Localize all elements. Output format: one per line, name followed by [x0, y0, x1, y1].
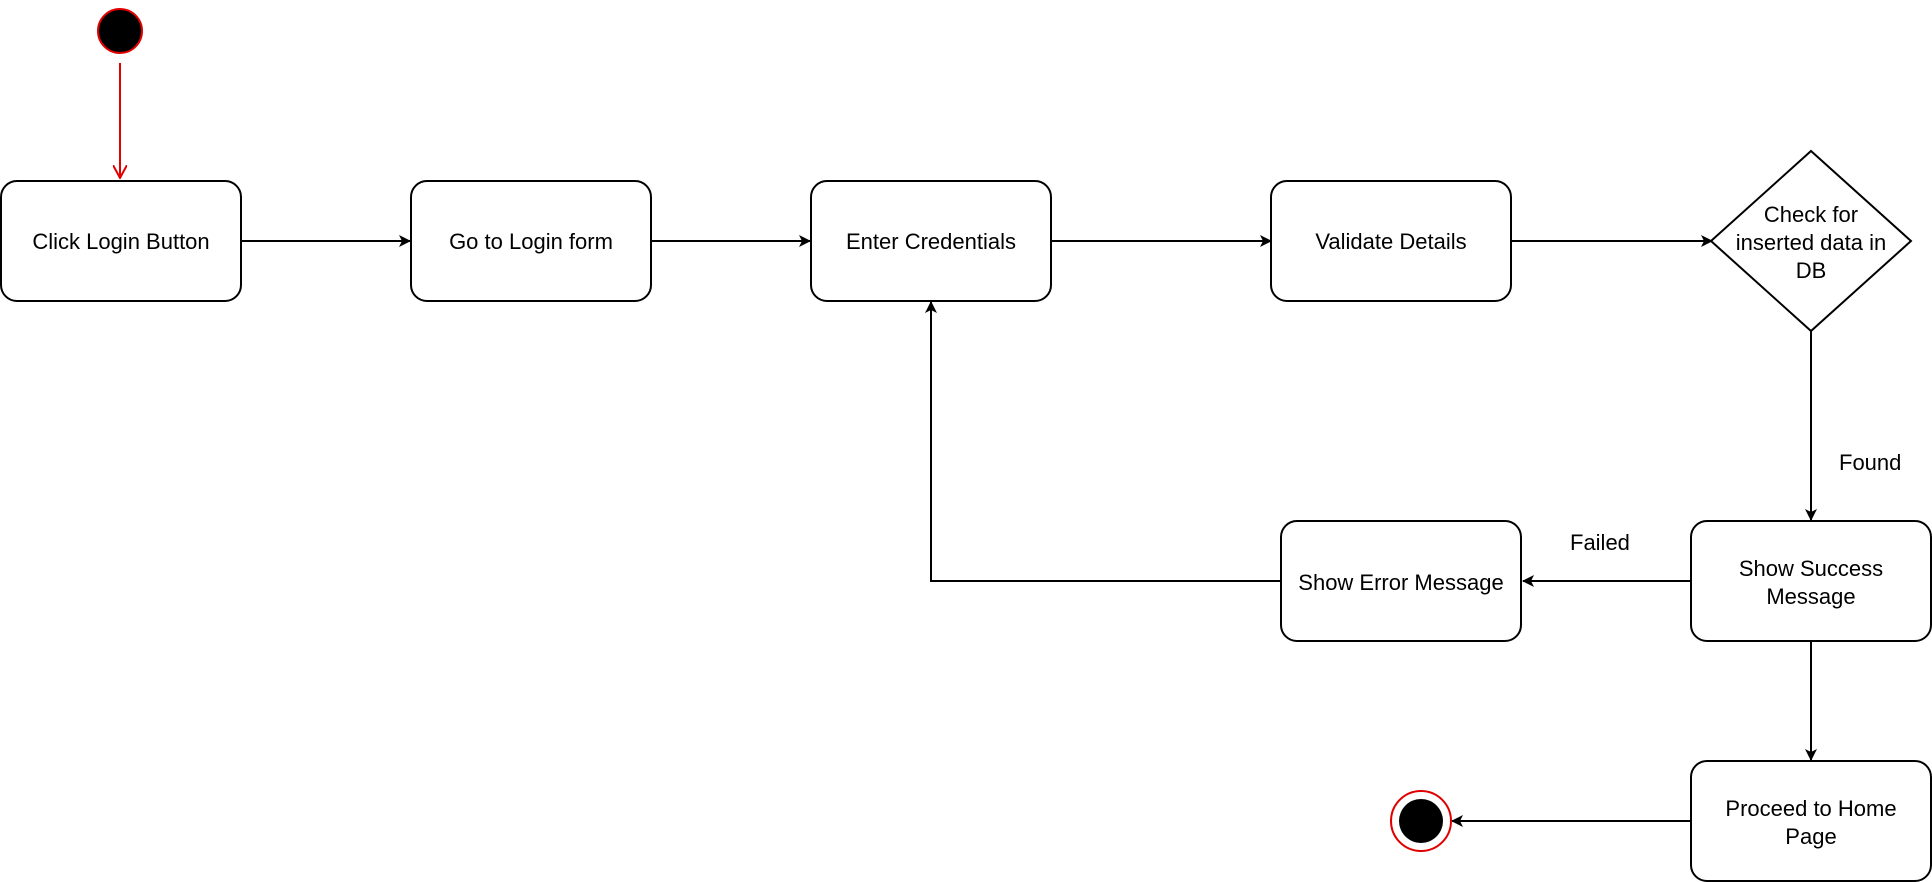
node-label-line-2: Page: [1785, 824, 1836, 849]
edge-show-error-to-enter-credentials: [925, 301, 1281, 582]
edge-label-found: Found: [1839, 450, 1901, 475]
decision-label-line-1: Check for: [1764, 202, 1858, 227]
node-label: Go to Login form: [449, 229, 613, 254]
decision-label-line-3: DB: [1796, 258, 1827, 283]
node-label-line-1: Show Success: [1739, 556, 1883, 581]
end-node: [1390, 790, 1452, 852]
node-label-line-2: Message: [1766, 584, 1855, 609]
node-show-success-message: Show Success Message: [1690, 520, 1932, 642]
node-label: Validate Details: [1315, 229, 1466, 254]
node-click-login-button: Click Login Button: [0, 180, 242, 302]
node-label: Show Error Message: [1298, 570, 1503, 595]
node-go-to-login-form: Go to Login form: [410, 180, 652, 302]
edge-label-failed: Failed: [1570, 530, 1630, 555]
decision-check-db: Check for inserted data in DB: [1709, 149, 1913, 333]
node-label-line-1: Proceed to Home: [1725, 796, 1896, 821]
node-proceed-to-home-page: Proceed to Home Page: [1690, 760, 1932, 882]
node-label: Click Login Button: [32, 229, 209, 254]
start-node: [97, 8, 143, 54]
node-validate-details: Validate Details: [1270, 180, 1512, 302]
decision-label-line-2: inserted data in: [1736, 230, 1886, 255]
node-label: Enter Credentials: [846, 229, 1016, 254]
node-enter-credentials: Enter Credentials: [810, 180, 1052, 302]
node-show-error-message: Show Error Message: [1280, 520, 1522, 642]
